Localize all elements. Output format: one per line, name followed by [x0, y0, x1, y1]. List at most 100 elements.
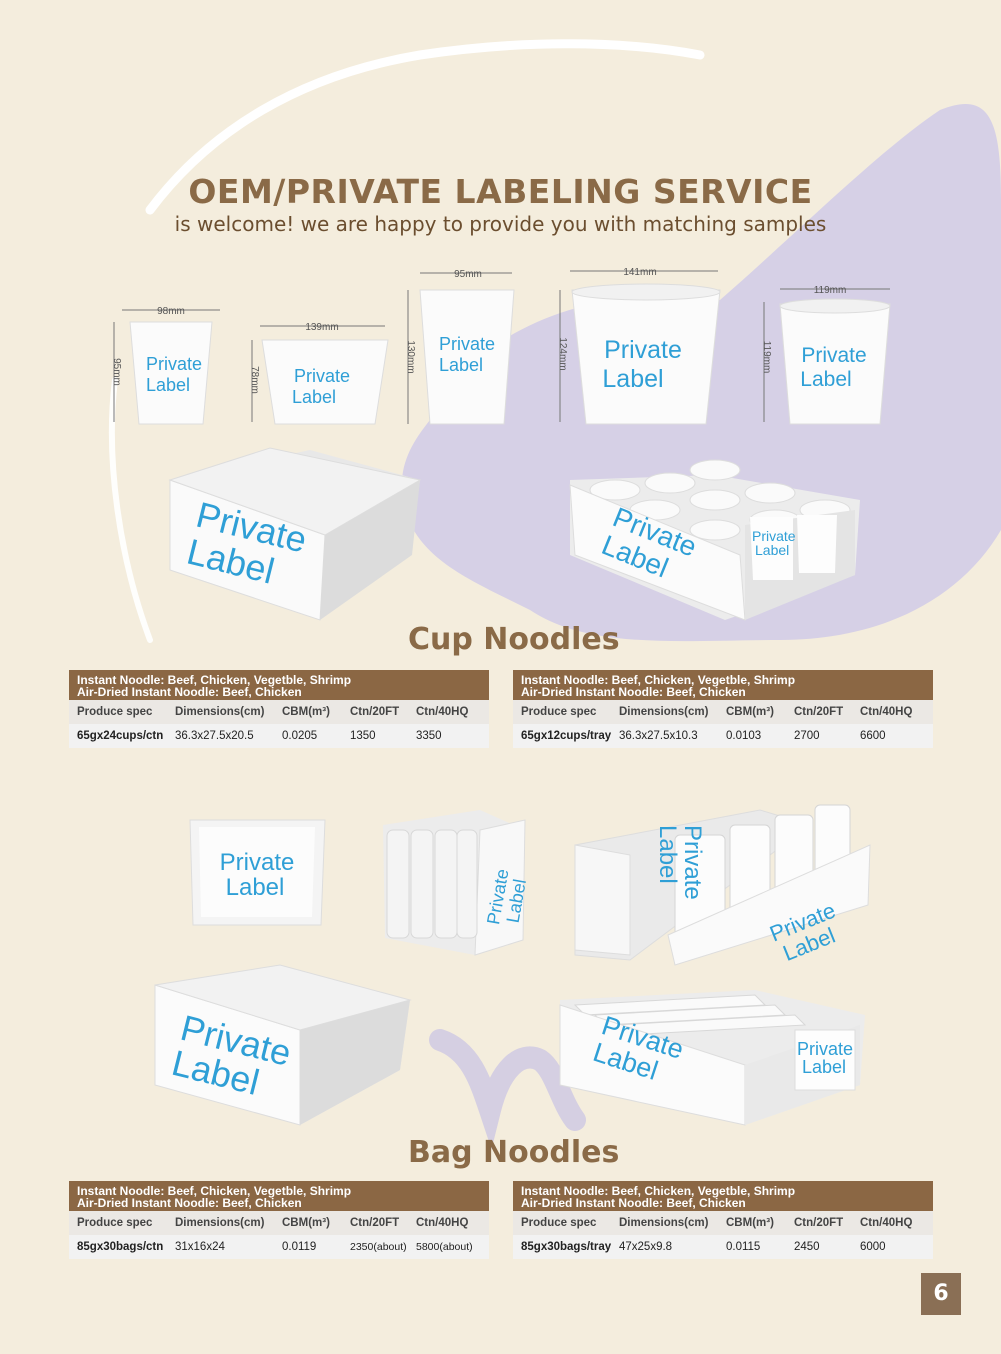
cell-cbm: 0.0119 — [282, 1241, 317, 1253]
col-cbm: CBM(m³) — [282, 1217, 330, 1229]
single-bag: Private Label — [189, 819, 326, 926]
cell-ctn-40hq: 5800(about) — [416, 1241, 473, 1253]
cup-4-label-2: Label — [602, 365, 663, 393]
cup-carton: Private Label — [168, 447, 422, 621]
cup-5: 119mm 119mm Private Label — [761, 285, 891, 425]
col-cbm: CBM(m³) — [726, 1217, 774, 1229]
table-row: 65gx24cups/ctn 36.3x27.5x20.5 0.0205 135… — [69, 724, 489, 748]
cup-1-label-2: Label — [146, 375, 190, 395]
cup-5-height: 119mm — [761, 341, 772, 374]
cup-2-width: 139mm — [305, 322, 338, 333]
table-row: 85gx30bags/tray 47x25x9.8 0.0115 2450 60… — [513, 1235, 933, 1259]
cup-3: 95mm 130mm Private Label — [405, 269, 515, 425]
table-header-line-2: Air-Dried Instant Noodle: Beef, Chicken — [521, 1196, 746, 1210]
col-ctn-40hq: Ctn/40HQ — [860, 706, 913, 718]
cup-3-label-1: Private — [439, 334, 495, 354]
col-ctn-20ft: Ctn/20FT — [350, 706, 400, 718]
cell-dimensions: 36.3x27.5x20.5 — [175, 730, 254, 742]
bag-spec-table-right: Instant Noodle: Beef, Chicken, Vegetble,… — [513, 1181, 933, 1259]
bag-spec-table-left: Instant Noodle: Beef, Chicken, Vegetble,… — [69, 1181, 489, 1259]
cup-2: 139mm 78mm Private Label — [249, 322, 389, 425]
col-produce-spec: Produce spec — [521, 706, 597, 718]
cell-ctn-20ft: 1350 — [350, 730, 376, 742]
table-header: Instant Noodle: Beef, Chicken, Vegetble,… — [513, 670, 933, 700]
cell-cbm: 0.0205 — [282, 730, 318, 742]
cup-tray: Private Label Private Label — [569, 459, 860, 621]
table-header-line-1: Instant Noodle: Beef, Chicken, Vegetble,… — [521, 1184, 796, 1198]
table-header-line-2: Air-Dried Instant Noodle: Beef, Chicken — [521, 685, 746, 699]
bag-bundle: Private Label — [383, 810, 530, 956]
bag-tray-bag-label-1: Private — [797, 1039, 853, 1059]
cup-2-height: 78mm — [249, 366, 260, 394]
table-header: Instant Noodle: Beef, Chicken, Vegetble,… — [513, 1181, 933, 1211]
bag-display-box: Private Label Private Label — [574, 804, 871, 966]
col-ctn-20ft: Ctn/20FT — [794, 1217, 844, 1229]
table-columns: Produce spec Dimensions(cm) CBM(m³) Ctn/… — [69, 700, 489, 724]
col-cbm: CBM(m³) — [726, 706, 774, 718]
page-number: 6 — [921, 1273, 961, 1315]
cup-1-height: 95mm — [111, 358, 122, 386]
table-header-line-1: Instant Noodle: Beef, Chicken, Vegetble,… — [77, 1184, 352, 1198]
single-bag-label-1: Private — [220, 849, 295, 876]
bag-display-inner-label-2: Label — [654, 825, 681, 884]
cell-produce-spec: 85gx30bags/ctn — [77, 1241, 164, 1253]
cup-3-label-2: Label — [439, 355, 483, 375]
cup-4-height: 124mm — [557, 337, 568, 370]
table-row: 65gx12cups/tray 36.3x27.5x10.3 0.0103 27… — [513, 724, 933, 748]
cell-ctn-20ft: 2700 — [794, 730, 820, 742]
table-header-line-2: Air-Dried Instant Noodle: Beef, Chicken — [77, 685, 302, 699]
cup-samples: 98mm 95mm Private Label 139mm 78mm Priva… — [111, 267, 891, 425]
cup-5-label-1: Private — [801, 344, 866, 367]
cup-2-label-1: Private — [294, 366, 350, 386]
cell-ctn-40hq: 6000 — [860, 1241, 886, 1253]
table-columns: Produce spec Dimensions(cm) CBM(m³) Ctn/… — [513, 1211, 933, 1235]
cell-ctn-20ft: 2450 — [794, 1241, 820, 1253]
col-dimensions: Dimensions(cm) — [619, 1217, 709, 1229]
table-columns: Produce spec Dimensions(cm) CBM(m³) Ctn/… — [513, 700, 933, 724]
cup-tray-cup-label-2: Label — [755, 542, 789, 558]
cell-produce-spec: 65gx24cups/ctn — [77, 730, 164, 742]
single-bag-label-2: Label — [226, 874, 285, 901]
col-ctn-40hq: Ctn/40HQ — [860, 1217, 913, 1229]
bag-tray: Private Label Private Label — [559, 990, 865, 1126]
cell-cbm: 0.0115 — [726, 1241, 761, 1253]
white-arc-left — [108, 377, 153, 643]
col-produce-spec: Produce spec — [77, 706, 153, 718]
cup-1-label-1: Private — [146, 354, 202, 374]
cup-5-label-2: Label — [800, 368, 851, 391]
white-arc — [145, 39, 705, 215]
table-columns: Produce spec Dimensions(cm) CBM(m³) Ctn/… — [69, 1211, 489, 1235]
page-title: OEM/PRIVATE LABELING SERVICE — [188, 172, 813, 211]
col-cbm: CBM(m³) — [282, 706, 330, 718]
cup-2-label-2: Label — [292, 387, 336, 407]
col-dimensions: Dimensions(cm) — [619, 706, 709, 718]
table-header: Instant Noodle: Beef, Chicken, Vegetble,… — [69, 1181, 489, 1211]
col-dimensions: Dimensions(cm) — [175, 706, 265, 718]
cell-ctn-40hq: 6600 — [860, 730, 886, 742]
col-ctn-40hq: Ctn/40HQ — [416, 706, 469, 718]
cup-4-width: 141mm — [623, 267, 656, 278]
cup-4: 141mm 124mm Private Label — [557, 267, 721, 425]
bag-tray-bag-label-2: Label — [802, 1057, 846, 1077]
lavender-stroke — [429, 1029, 586, 1150]
cell-ctn-20ft: 2350(about) — [350, 1241, 407, 1253]
bag-carton: Private Label — [154, 964, 412, 1126]
table-row: 85gx30bags/ctn 31x16x24 0.0119 2350(abou… — [69, 1235, 489, 1259]
cup-spec-table-right: Instant Noodle: Beef, Chicken, Vegetble,… — [513, 670, 933, 748]
cell-dimensions: 31x16x24 — [175, 1241, 225, 1253]
cup-3-height: 130mm — [405, 340, 416, 373]
table-header-line-1: Instant Noodle: Beef, Chicken, Vegetble,… — [77, 673, 352, 687]
col-dimensions: Dimensions(cm) — [175, 1217, 265, 1229]
col-ctn-40hq: Ctn/40HQ — [416, 1217, 469, 1229]
cup-tray-cup-label-1: Private — [752, 528, 796, 544]
cell-cbm: 0.0103 — [726, 730, 762, 742]
cup-noodles-title: Cup Noodles — [408, 622, 620, 657]
col-produce-spec: Produce spec — [521, 1217, 597, 1229]
col-ctn-20ft: Ctn/20FT — [794, 706, 844, 718]
cup-1: 98mm 95mm Private Label — [111, 306, 220, 425]
table-header-line-2: Air-Dried Instant Noodle: Beef, Chicken — [77, 1196, 302, 1210]
cup-5-width: 119mm — [814, 285, 847, 296]
cell-ctn-40hq: 3350 — [416, 730, 442, 742]
cell-produce-spec: 85gx30bags/tray — [521, 1241, 612, 1253]
page-subtitle: is welcome! we are happy to provide you … — [174, 212, 827, 236]
